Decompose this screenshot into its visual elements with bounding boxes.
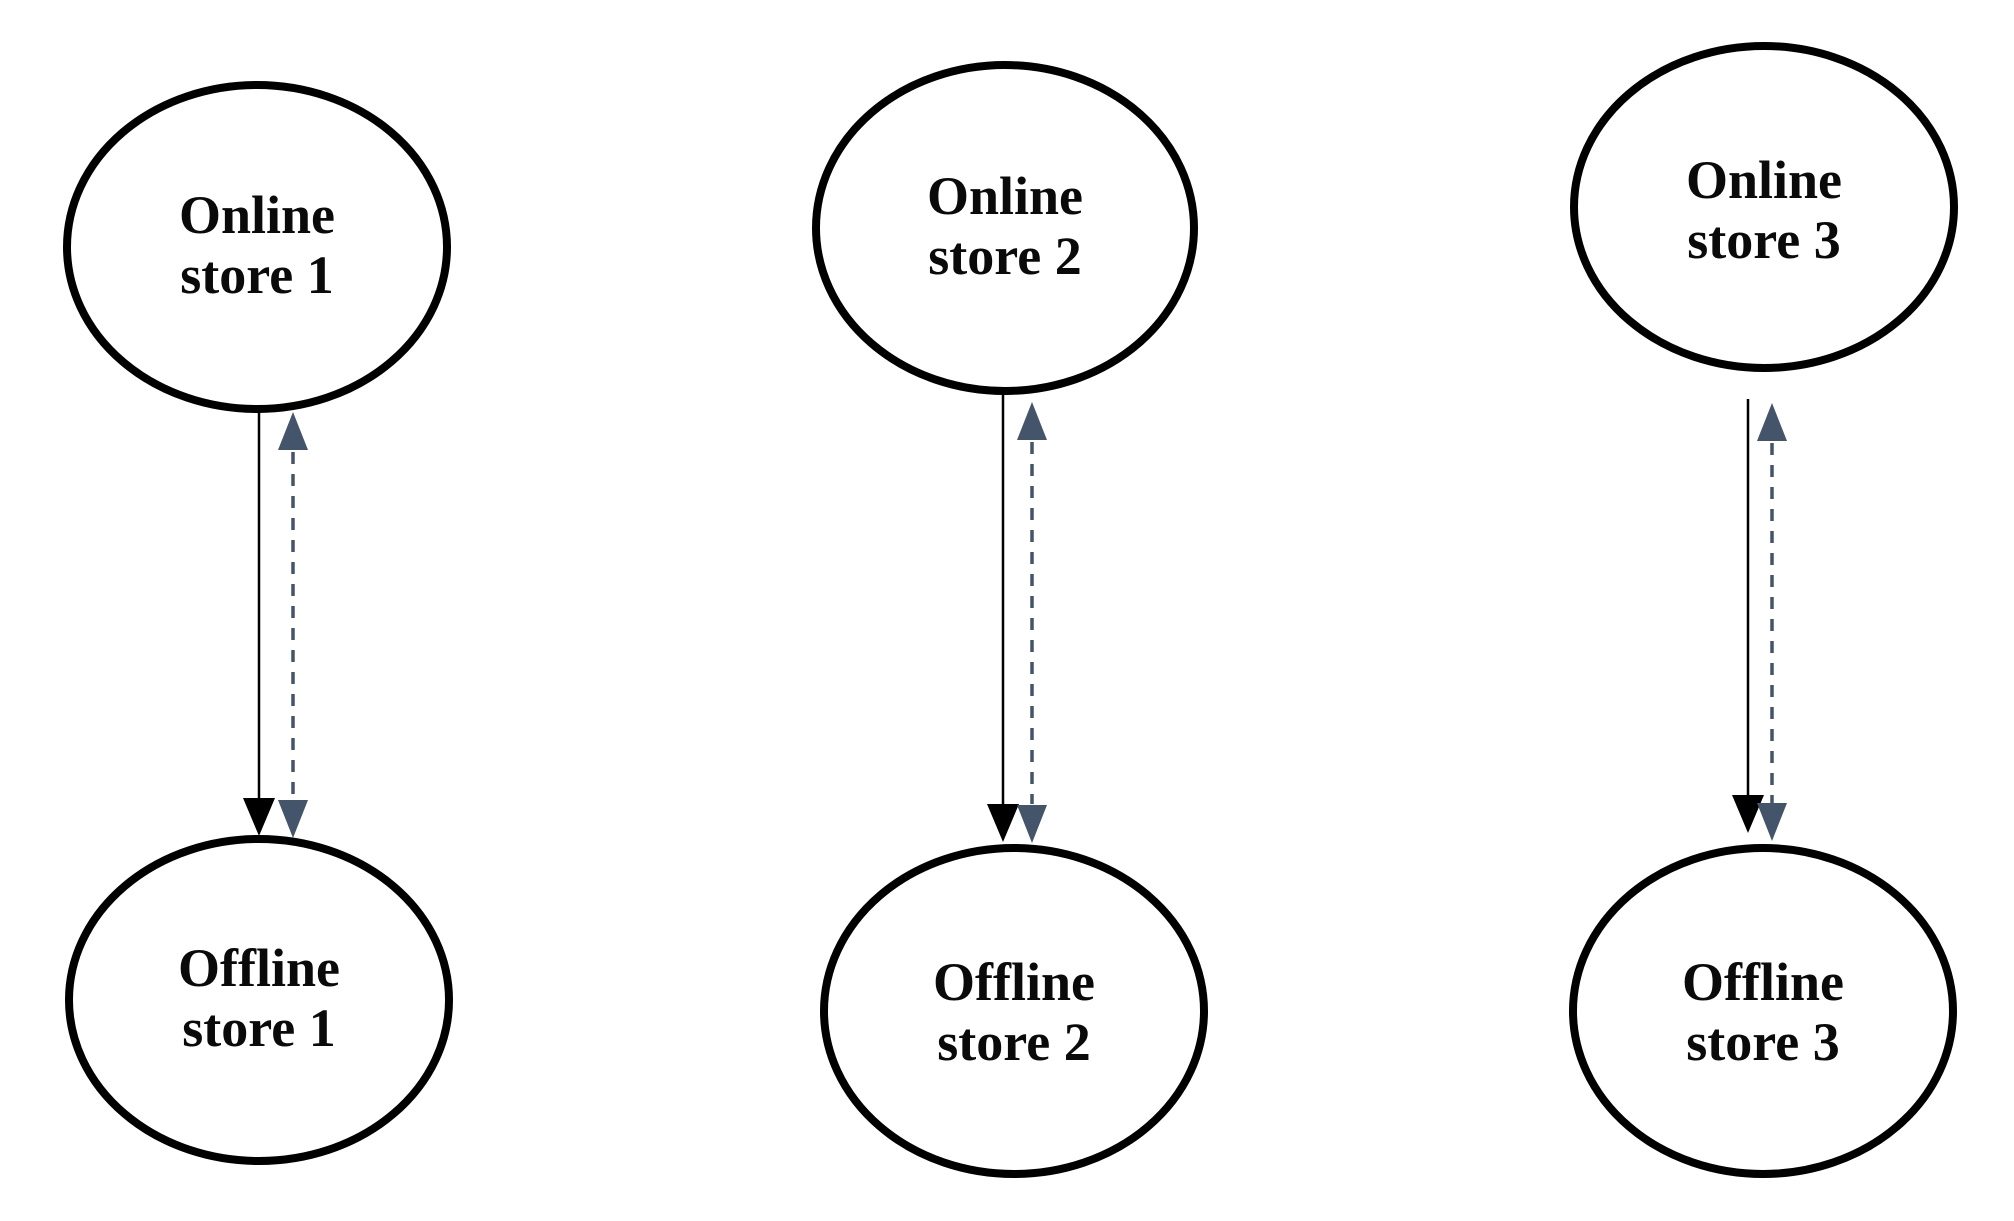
offline-store-1-label-line2: store 1 [182, 998, 335, 1058]
offline-store-3-label-line1: Offline [1682, 952, 1844, 1012]
dashed-arrowhead-down-3 [1757, 803, 1787, 841]
dashed-arrowhead-down-1 [278, 800, 308, 838]
dashed-arrowhead-up-1 [278, 412, 308, 450]
online-store-2-node [812, 61, 1198, 395]
offline-store-3-label-line2: store 3 [1686, 1012, 1839, 1072]
store-pair-1: Online store 1 Offline store 1 [63, 81, 453, 1165]
online-store-1-label-line2: store 1 [180, 245, 333, 305]
online-store-3-label-line2: store 3 [1687, 210, 1840, 270]
online-store-1-label-line1: Online [179, 185, 335, 245]
offline-store-2-label-line2: store 2 [937, 1012, 1090, 1072]
store-pair-2: Online store 2 Offline store 2 [812, 61, 1208, 1178]
offline-store-3-node [1569, 844, 1957, 1178]
solid-arrowhead-down-1 [243, 798, 275, 836]
online-store-1-node [63, 81, 451, 413]
online-store-3-label-line1: Online [1686, 150, 1842, 210]
online-store-2-label-line2: store 2 [928, 226, 1081, 286]
store-pair-3: Online store 3 Offline store 3 [1569, 42, 1958, 1178]
dashed-arrowhead-up-2 [1017, 402, 1047, 440]
offline-store-2-node [820, 844, 1208, 1178]
offline-store-1-node [65, 835, 453, 1165]
online-store-3-node [1570, 42, 1958, 372]
solid-arrowhead-down-2 [987, 804, 1019, 842]
online-store-2-label-line1: Online [927, 166, 1083, 226]
dashed-arrowhead-up-3 [1757, 403, 1787, 441]
dashed-arrowhead-down-2 [1017, 805, 1047, 843]
offline-store-1-label-line1: Offline [178, 938, 340, 998]
solid-arrowhead-down-3 [1732, 795, 1764, 833]
offline-store-2-label-line1: Offline [933, 952, 1095, 1012]
